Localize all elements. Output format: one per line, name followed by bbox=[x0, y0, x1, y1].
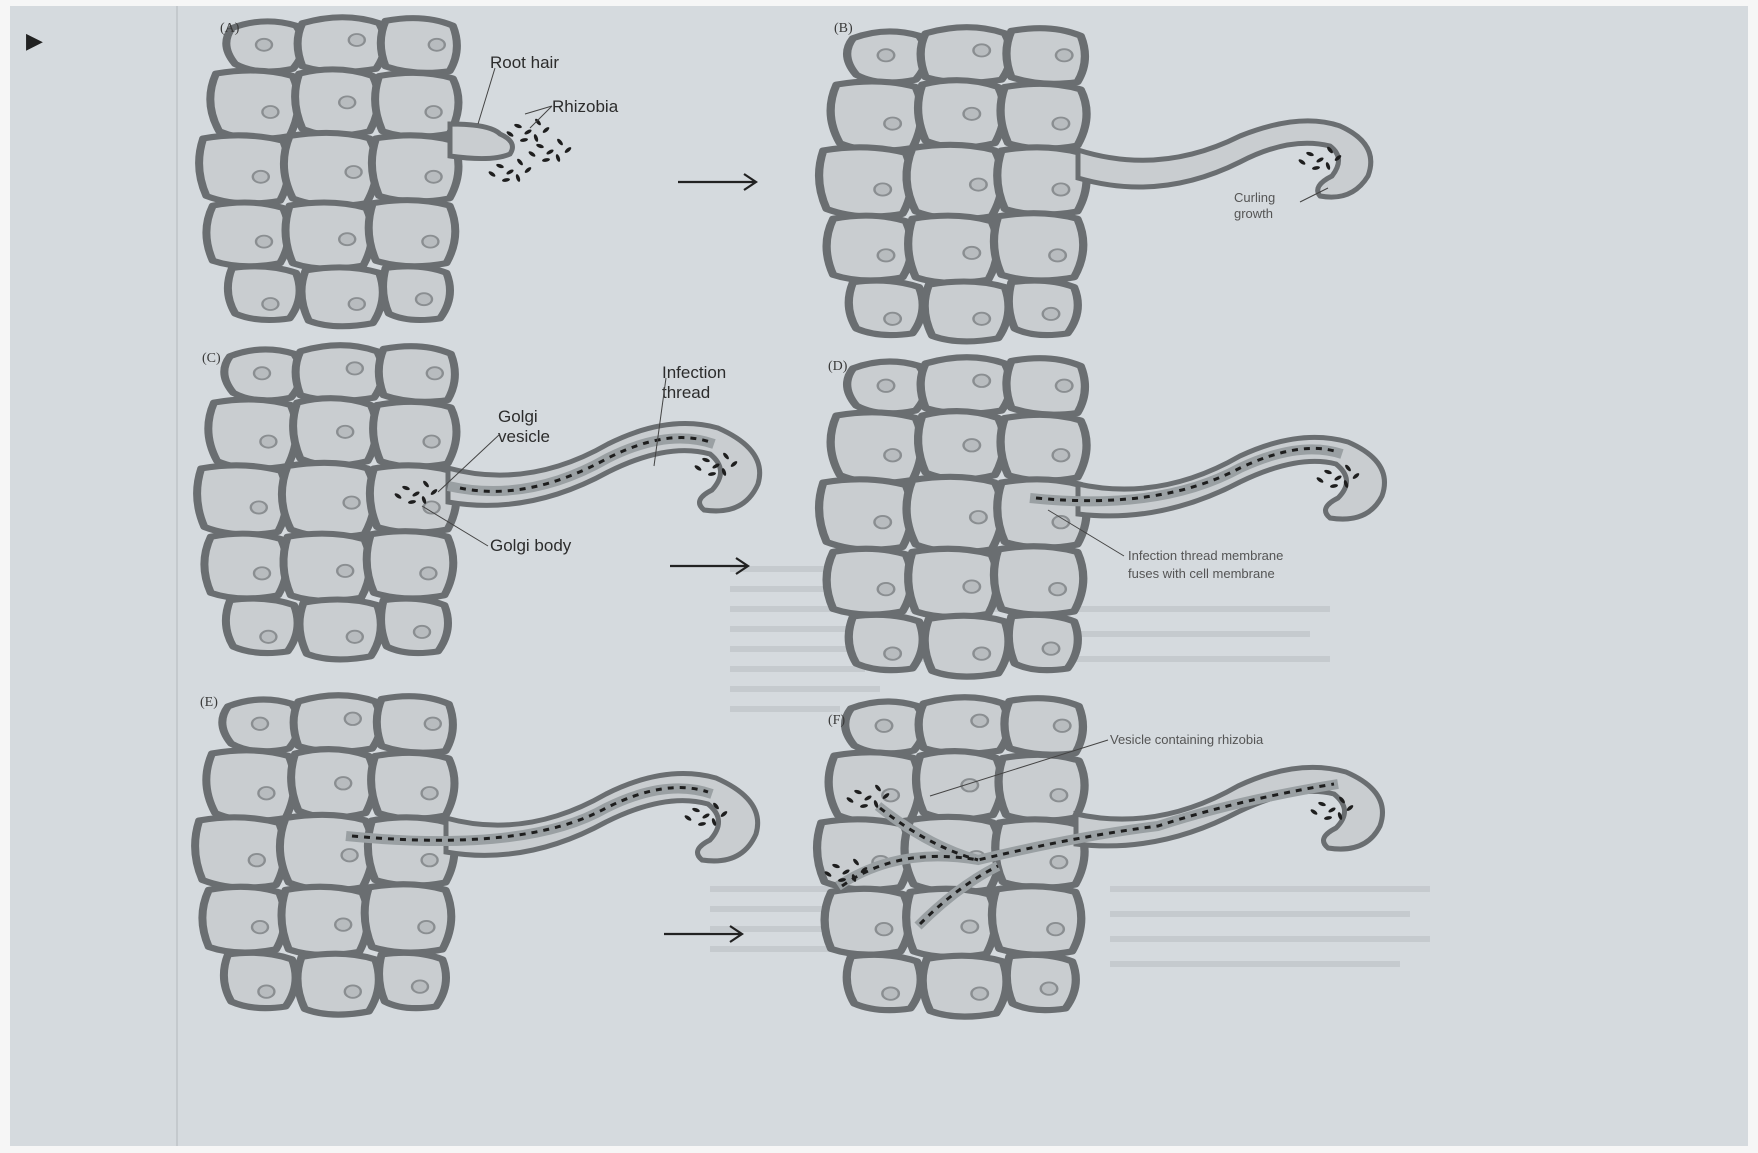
panel-letter-f: (F) bbox=[828, 713, 845, 728]
label-fuses-1: Infection thread membrane bbox=[1128, 548, 1283, 563]
page-marker: ▶ bbox=[26, 29, 43, 54]
root-hair-with-thread bbox=[446, 774, 758, 861]
panel-letter-c: (C) bbox=[202, 351, 221, 366]
cell-cluster bbox=[199, 17, 458, 326]
label-curling-1: Curling bbox=[1234, 190, 1275, 205]
panel-letter-b: (B) bbox=[834, 21, 853, 36]
label-fuses-2: fuses with cell membrane bbox=[1128, 566, 1275, 581]
label-infection-thread-2: thread bbox=[662, 383, 710, 402]
nodulation-diagram: ▶ (A) Root hair Rhizobia bbox=[10, 6, 1748, 1146]
label-curling-2: growth bbox=[1234, 206, 1273, 221]
panel-letter-e: (E) bbox=[200, 695, 218, 710]
panel-f bbox=[817, 697, 1382, 1016]
label-golgi-vesicle-1: Golgi bbox=[498, 407, 538, 426]
panel-b bbox=[819, 27, 1371, 341]
label-golgi-vesicle-2: vesicle bbox=[498, 427, 550, 446]
arrow-a-to-b bbox=[678, 174, 756, 190]
root-hair bbox=[450, 124, 512, 159]
label-infection-thread-1: Infection bbox=[662, 363, 726, 382]
panel-letter-a: (A) bbox=[220, 21, 240, 36]
cell-cluster bbox=[819, 357, 1087, 676]
textbook-page: ▶ (A) Root hair Rhizobia bbox=[10, 6, 1748, 1146]
label-vesicle-rhizobia: Vesicle containing rhizobia bbox=[1110, 732, 1264, 747]
leader-root-hair bbox=[478, 68, 495, 124]
label-rhizobia: Rhizobia bbox=[552, 97, 619, 116]
cell-cluster bbox=[197, 345, 456, 659]
panel-d bbox=[819, 357, 1384, 676]
label-golgi-body: Golgi body bbox=[490, 536, 572, 555]
cell-cluster bbox=[195, 695, 454, 1014]
curled-root-hair bbox=[1078, 121, 1371, 197]
cell-cluster bbox=[819, 27, 1087, 341]
panel-e bbox=[195, 695, 758, 1014]
panel-letter-d: (D) bbox=[828, 359, 848, 374]
label-root-hair: Root hair bbox=[490, 53, 559, 72]
